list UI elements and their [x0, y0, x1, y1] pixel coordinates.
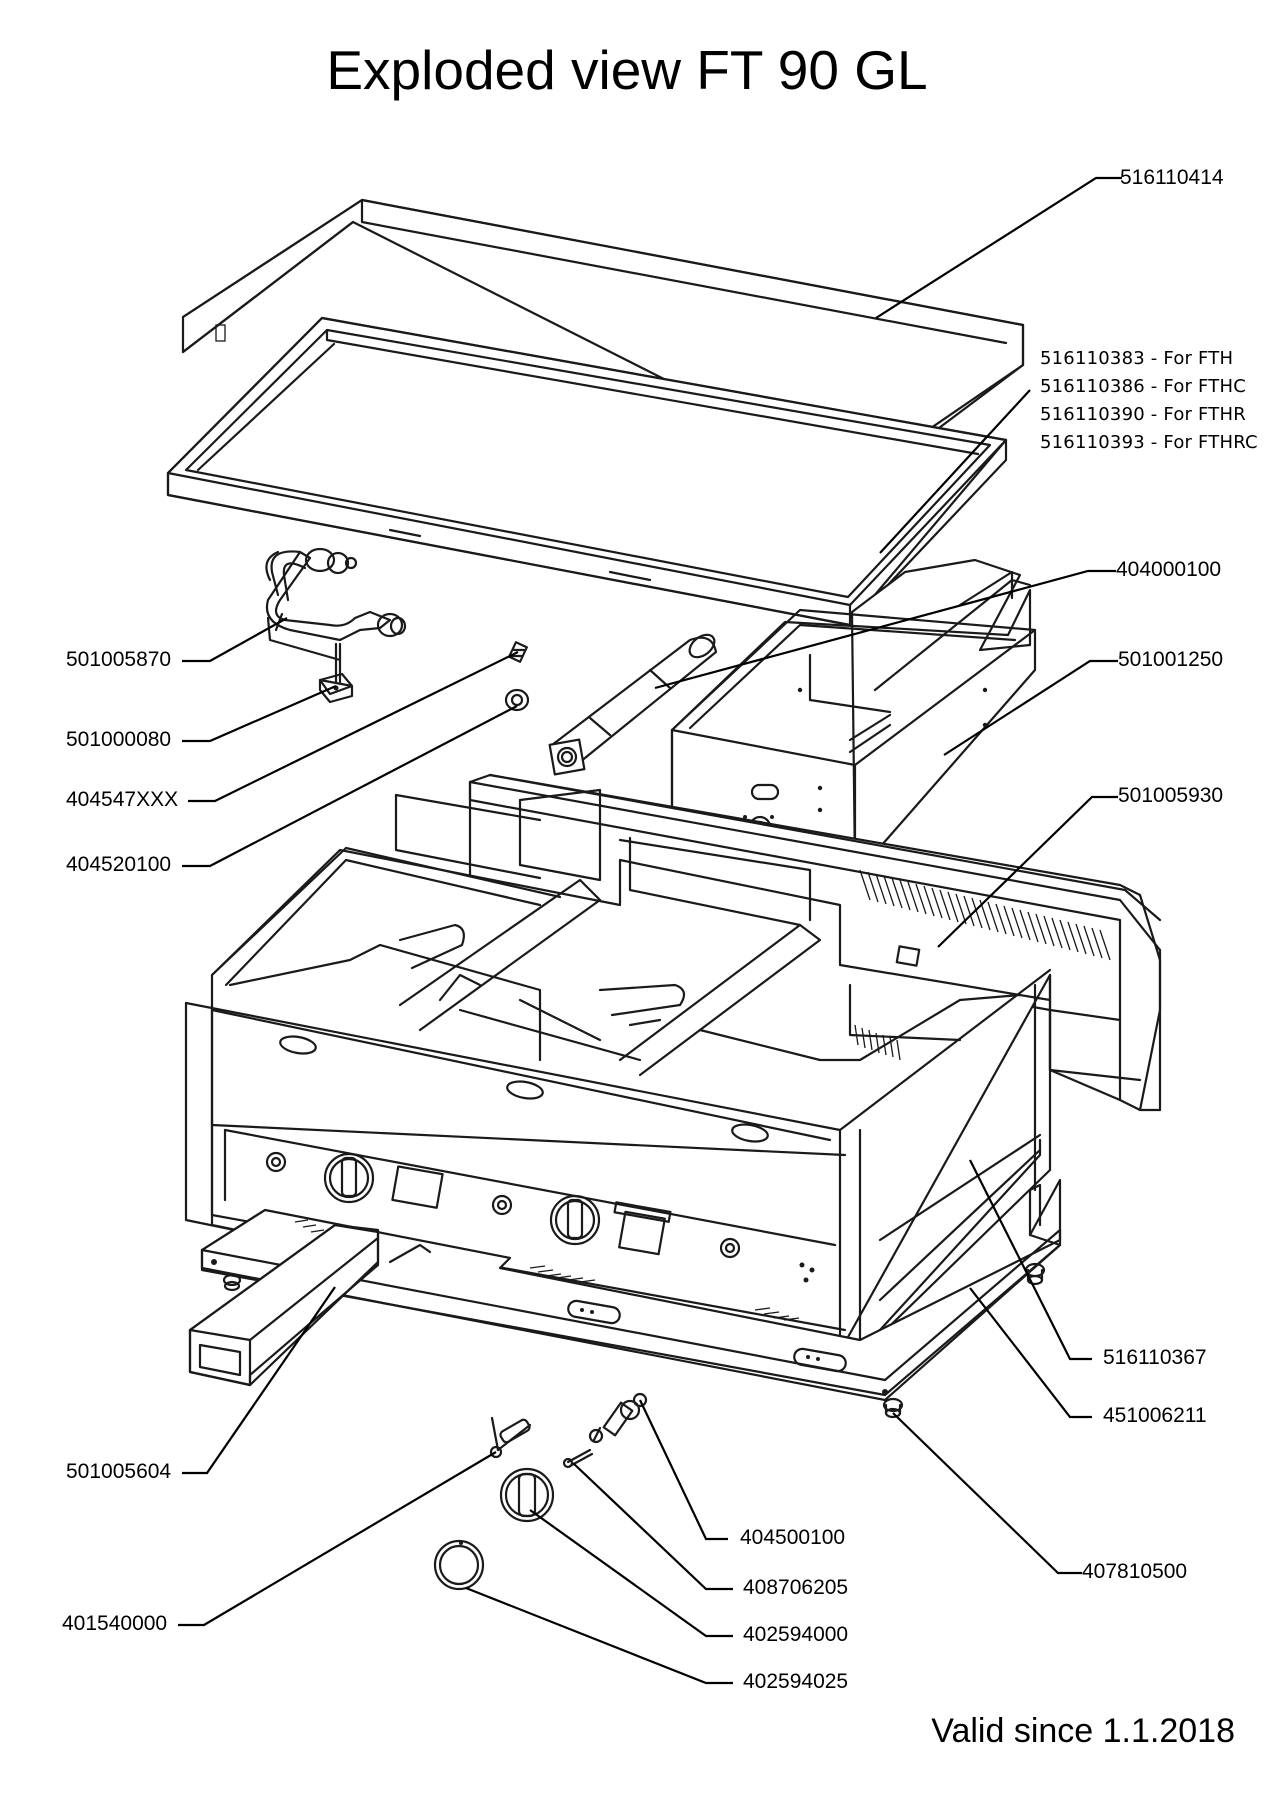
ignition-buttons: [265, 1151, 741, 1259]
label-404520100: 404520100: [66, 853, 172, 876]
label-501005870: 501005870: [66, 648, 172, 671]
label-501000080: 501000080: [66, 728, 172, 751]
front-knob-left: [323, 1152, 375, 1204]
label-501005930: 501005930: [1118, 784, 1224, 807]
validity-footer: Valid since 1.1.2018: [931, 1712, 1235, 1750]
label-516110383: 516110383 - For FTH: [1040, 348, 1234, 369]
front-drawer-drawing: [188, 1223, 432, 1387]
label-402594025: 402594025: [743, 1670, 849, 1693]
nut-drawing: [504, 688, 530, 712]
label-408706205: 408706205: [743, 1576, 849, 1599]
gas-valve-drawing: [588, 1392, 648, 1444]
label-516110386: 516110386 - For FTHC: [1040, 376, 1246, 397]
label-407810500: 407810500: [1082, 1560, 1188, 1583]
label-401540000: 401540000: [62, 1612, 168, 1635]
label-402594000: 402594000: [743, 1623, 849, 1646]
gas-pipe-drawing: [265, 547, 407, 662]
base-plate-drawing: [200, 1178, 1062, 1419]
knob-ring-drawing: [433, 1539, 485, 1591]
thermocouple-bracket-drawing: [318, 642, 354, 704]
label-516110367: 516110367: [1103, 1346, 1207, 1369]
ignition-plug-drawing: [489, 1416, 532, 1459]
label-404000100: 404000100: [1116, 558, 1222, 581]
rear-panel-slots: [859, 869, 1111, 961]
side-vents: [854, 1024, 901, 1061]
label-516110390: 516110390 - For FTHR: [1040, 404, 1246, 425]
burner-tube-drawing: [548, 633, 718, 776]
leader-lines: [178, 176, 1122, 1685]
label-404547XXX: 404547XXX: [66, 788, 179, 811]
foot-front-right: [882, 1397, 904, 1419]
base-vents: [294, 1219, 800, 1321]
knob-drawing: [499, 1467, 555, 1523]
diagram-title: Exploded view FT 90 GL: [326, 39, 928, 101]
label-501005604: 501005604: [66, 1460, 172, 1483]
label-516110414: 516110414: [1120, 166, 1224, 189]
label-501001250: 501001250: [1118, 648, 1224, 671]
injector-drawing: [508, 641, 528, 663]
label-404500100: 404500100: [740, 1526, 846, 1549]
label-451006211: 451006211: [1103, 1404, 1207, 1427]
front-knob-right: [549, 1194, 601, 1246]
label-516110393: 516110393 - For FTHRC: [1040, 432, 1258, 453]
valve-spindle-drawing: [562, 1448, 594, 1469]
foot-front-left: [222, 1273, 242, 1292]
